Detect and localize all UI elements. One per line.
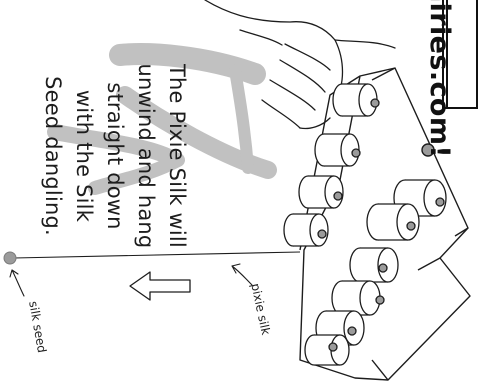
silk-seed-dot bbox=[4, 252, 16, 264]
site-text: airies.com! bbox=[424, 0, 455, 158]
spool bbox=[332, 281, 384, 315]
silk-seed-pointer bbox=[10, 270, 24, 296]
spool bbox=[367, 204, 419, 240]
spool bbox=[299, 176, 343, 208]
caption-line-1: The Pixie Silk will bbox=[161, 31, 192, 281]
spool bbox=[333, 84, 379, 116]
site-label: airies.com! bbox=[395, 0, 480, 115]
pixie-silk-pointer bbox=[232, 264, 252, 285]
caption-line-2: unwind and hang bbox=[130, 31, 161, 281]
spool bbox=[284, 214, 328, 246]
caption-line-5: Seed dangling. bbox=[37, 31, 68, 281]
spool bbox=[350, 248, 398, 282]
caption-line-3: straight down bbox=[99, 31, 130, 281]
spool bbox=[305, 335, 349, 365]
caption-line-4: with the Silk bbox=[68, 31, 99, 281]
spool bbox=[315, 134, 360, 166]
